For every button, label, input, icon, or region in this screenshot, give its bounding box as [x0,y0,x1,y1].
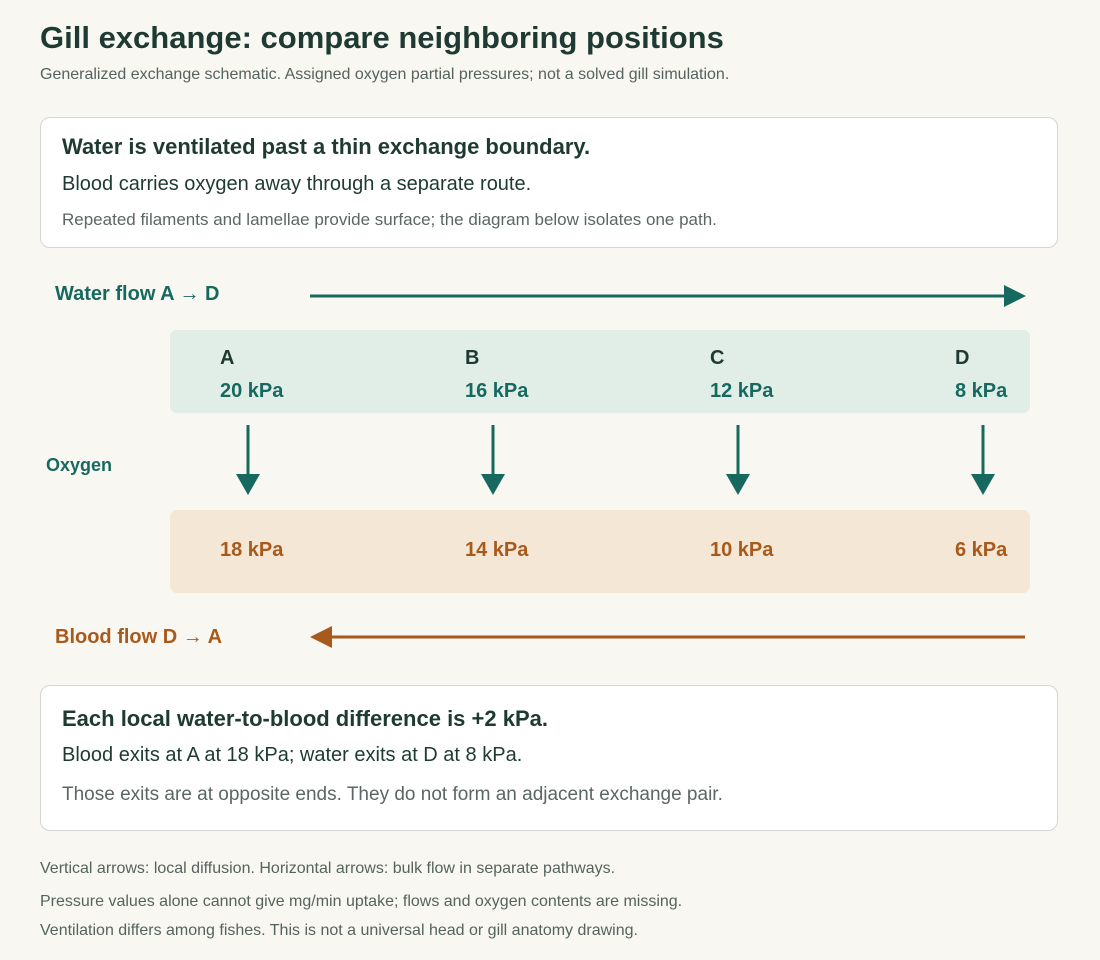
blood-flow-label: Blood flow D → A [55,626,223,648]
position-label-d: D [955,347,970,369]
water-channel [170,330,1030,413]
blood-pressure-c: 10 kPa [710,539,774,561]
blood-flow-arrow [310,626,1025,648]
diffusion-arrow-b [481,425,505,495]
diffusion-arrow-d [971,425,995,495]
water-pressure-b: 16 kPa [465,380,529,402]
water-flow-label: Water flow A → D [55,283,220,305]
summary-card-body: Blood exits at A at 18 kPa; water exits … [62,744,523,766]
blood-pressure-a: 18 kPa [220,539,284,561]
footnote-3: Ventilation differs among fishes. This i… [40,922,638,939]
water-flow-arrow [310,285,1026,307]
water-pressure-c: 12 kPa [710,380,774,402]
intro-card-body: Blood carries oxygen away through a sepa… [62,173,532,195]
blood-pressure-b: 14 kPa [465,539,529,561]
blood-channel [170,510,1030,593]
intro-card-heading: Water is ventilated past a thin exchange… [62,134,591,159]
summary-card-heading: Each local water-to-blood difference is … [62,706,548,731]
position-label-c: C [710,347,725,369]
position-label-b: B [465,347,480,369]
intro-card: Water is ventilated past a thin exchange… [40,117,1058,248]
oxygen-label: Oxygen [46,455,113,475]
position-label-a: A [220,347,235,369]
intro-card-note: Repeated filaments and lamellae provide … [62,210,717,229]
diffusion-arrow-c [726,425,750,495]
blood-pressure-d: 6 kPa [955,539,1008,561]
footnote-1: Vertical arrows: local diffusion. Horizo… [40,860,616,877]
page-subtitle: Generalized exchange schematic. Assigned… [40,66,730,83]
water-pressure-a: 20 kPa [220,380,284,402]
diffusion-arrow-a [236,425,260,495]
footnote-2: Pressure values alone cannot give mg/min… [40,893,683,910]
summary-card: Each local water-to-blood difference is … [40,685,1058,831]
summary-card-note: Those exits are at opposite ends. They d… [62,784,723,805]
water-pressure-d: 8 kPa [955,380,1008,402]
page-title: Gill exchange: compare neighboring posit… [40,20,724,55]
